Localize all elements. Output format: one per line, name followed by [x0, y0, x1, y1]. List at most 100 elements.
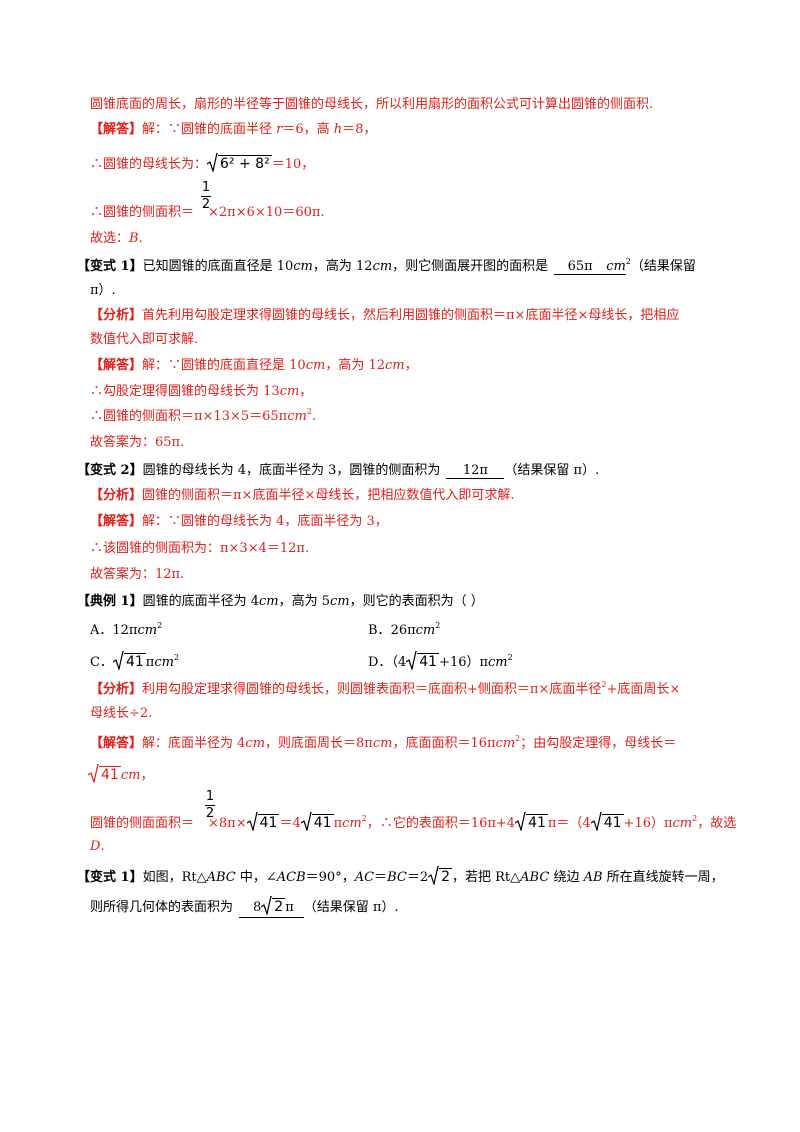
- ex0-text: ＝8，: [342, 122, 377, 137]
- analysis-text: 数值代入即可求解.: [90, 332, 199, 347]
- unit-cm: cm: [672, 816, 693, 831]
- answer-tag: 【解答】: [90, 122, 143, 137]
- answer-text: ＝4: [279, 816, 301, 831]
- unit-cm: cm: [385, 358, 405, 373]
- unit-cm: cm: [372, 259, 393, 274]
- variant2-step2: ∴该圆锥的侧面积为：π×3×4＝12π.: [90, 540, 309, 558]
- example-tag: 【典例 1】: [77, 594, 143, 609]
- sqrt-radicand: 2: [272, 898, 286, 915]
- fraction-numerator: 1: [205, 789, 215, 804]
- answer-text: π＝（4: [547, 816, 591, 831]
- segment-label: AC: [354, 870, 375, 885]
- superscript: 2: [507, 653, 513, 662]
- superscript: 2: [515, 734, 521, 743]
- superscript: 2: [601, 680, 607, 689]
- answer-text: 解：∵圆锥的母线长为 4，底面半径为 3，: [142, 514, 388, 529]
- option-a[interactable]: A．12πcm2: [90, 622, 162, 640]
- superscript: 2: [157, 621, 163, 630]
- ex0-text: ∴圆锥的侧面积＝: [90, 205, 195, 220]
- question-text: （结果保留 π）.: [303, 900, 399, 915]
- unit-cm: cm: [415, 623, 436, 638]
- answer-unit: cm: [606, 259, 626, 275]
- ex0-line1: 圆锥底面的周长，扇形的半径等于圆锥的母线长，所以利用扇形的面积公式可计算出圆锥的…: [90, 96, 653, 114]
- answer-text: .: [100, 839, 105, 854]
- sqrt-expression: 41: [300, 812, 334, 831]
- answer-tag: 【解答】: [90, 358, 143, 373]
- sqrt-expression: 6² + 8²: [207, 153, 272, 172]
- segment-label: BC: [387, 870, 407, 885]
- fraction-denominator: 2: [205, 806, 215, 821]
- option-key: A．: [90, 623, 113, 638]
- radical-sign-icon: [88, 764, 99, 783]
- answer-value: π: [285, 900, 294, 915]
- var-r: r: [276, 122, 283, 137]
- variant2-answer: 【解答】解：∵圆锥的母线长为 4，底面半径为 3，: [90, 513, 388, 531]
- ex0-answer-line: 【解答】解：∵圆锥的底面半径 r＝6，高 h＝8，: [90, 121, 376, 139]
- analysis-text: 利用勾股定理求得圆锥的母线长，则圆锥表面积＝底面积+侧面积＝π×底面半径: [142, 682, 602, 697]
- variant1-answer: 【解答】解：∵圆锥的底面直径是 10cm，高为 12cm，: [90, 357, 418, 375]
- example1-analysis: 【分析】利用勾股定理求得圆锥的母线长，则圆锥表面积＝底面积+侧面积＝π×底面半径…: [90, 681, 680, 699]
- superscript: 2: [306, 407, 312, 416]
- superscript: 2: [361, 814, 367, 823]
- answer-text: ∴该圆锥的侧面积为：π×3×4＝12π.: [90, 541, 310, 556]
- example1-question: 【典例 1】圆锥的底面半径为 4cm，高为 5cm，则它的表面积为（ ）: [77, 593, 484, 611]
- sqrt-expression: 41: [246, 812, 280, 831]
- sqrt-radicand: 41: [526, 814, 548, 831]
- radical-sign-icon: [406, 651, 418, 670]
- var-h: h: [333, 122, 343, 137]
- unit-cm: cm: [372, 736, 393, 751]
- unit-cm: cm: [488, 655, 508, 670]
- unit-cm: cm: [606, 259, 626, 274]
- answer-text: ，: [299, 384, 313, 399]
- superscript: 2: [692, 814, 698, 823]
- fraction-bar: [205, 805, 215, 806]
- answer-text: ，∴它的表面积＝16π+4: [366, 816, 516, 831]
- triangle-label: ABC: [206, 870, 236, 885]
- question-text: ，高为 12: [312, 259, 373, 274]
- unit-cm: cm: [495, 736, 516, 751]
- ex0-slant-line: ∴圆锥的母线长为：6² + 8²＝10，: [90, 153, 314, 174]
- answer-text: ，: [404, 358, 418, 373]
- triangle-label: ABC: [520, 870, 550, 885]
- question-text: ＝: [374, 870, 388, 885]
- variant1-question-cont: π）.: [90, 282, 116, 300]
- analysis-text: +底面周长×: [606, 682, 681, 697]
- question-text: ，高为 5: [278, 594, 330, 609]
- segment-label: AB: [583, 870, 603, 885]
- sqrt-radicand: 41: [123, 653, 146, 670]
- option-value: +16）π: [439, 655, 489, 670]
- answer-text: ，高为 12: [325, 358, 385, 373]
- option-key: B．: [368, 623, 391, 638]
- unit-cm: cm: [305, 358, 326, 373]
- variant-tag: 【变式 1】: [77, 870, 143, 885]
- answer-blank: 12π: [446, 463, 505, 479]
- question-text: 如图，Rt△: [142, 870, 207, 885]
- answer-text: ，则底面周长＝8π: [265, 736, 373, 751]
- question-text: 圆锥的母线长为 4，底面半径为 3，圆锥的侧面积为: [142, 463, 441, 478]
- choice-letter: B: [129, 231, 139, 246]
- sqrt-expression: 41: [590, 812, 624, 831]
- option-b[interactable]: B．26πcm2: [368, 622, 440, 640]
- radical-sign-icon: [300, 812, 312, 831]
- ex0-text: ＝10，: [271, 157, 315, 172]
- answer-text: .: [311, 409, 317, 424]
- answer-text: ∴勾股定理得圆锥的母线长为 13: [90, 384, 280, 399]
- choice-letter: D: [90, 839, 101, 854]
- answer-text: ，: [140, 768, 154, 783]
- angle-label: ACB: [276, 870, 306, 885]
- analysis-text: 首先利用勾股定理求得圆锥的母线长，然后利用圆锥的侧面积＝π×底面半径×母线长，把…: [142, 308, 680, 323]
- answer-text: 解：底面半径为 4: [142, 736, 246, 751]
- example1-choice: D.: [90, 838, 105, 856]
- unit-cm: cm: [120, 768, 141, 783]
- ex0-text: ×2π×6×10＝60π.: [208, 205, 325, 220]
- answer-text: +16）π: [623, 816, 673, 831]
- ex0-choice-line: 故选：B.: [90, 230, 143, 248]
- question-text: ，则它侧面展开图的面积是: [392, 259, 549, 274]
- ex0-text: 圆锥底面的周长，扇形的半径等于圆锥的母线长，所以利用扇形的面积公式可计算出圆锥的…: [90, 97, 654, 112]
